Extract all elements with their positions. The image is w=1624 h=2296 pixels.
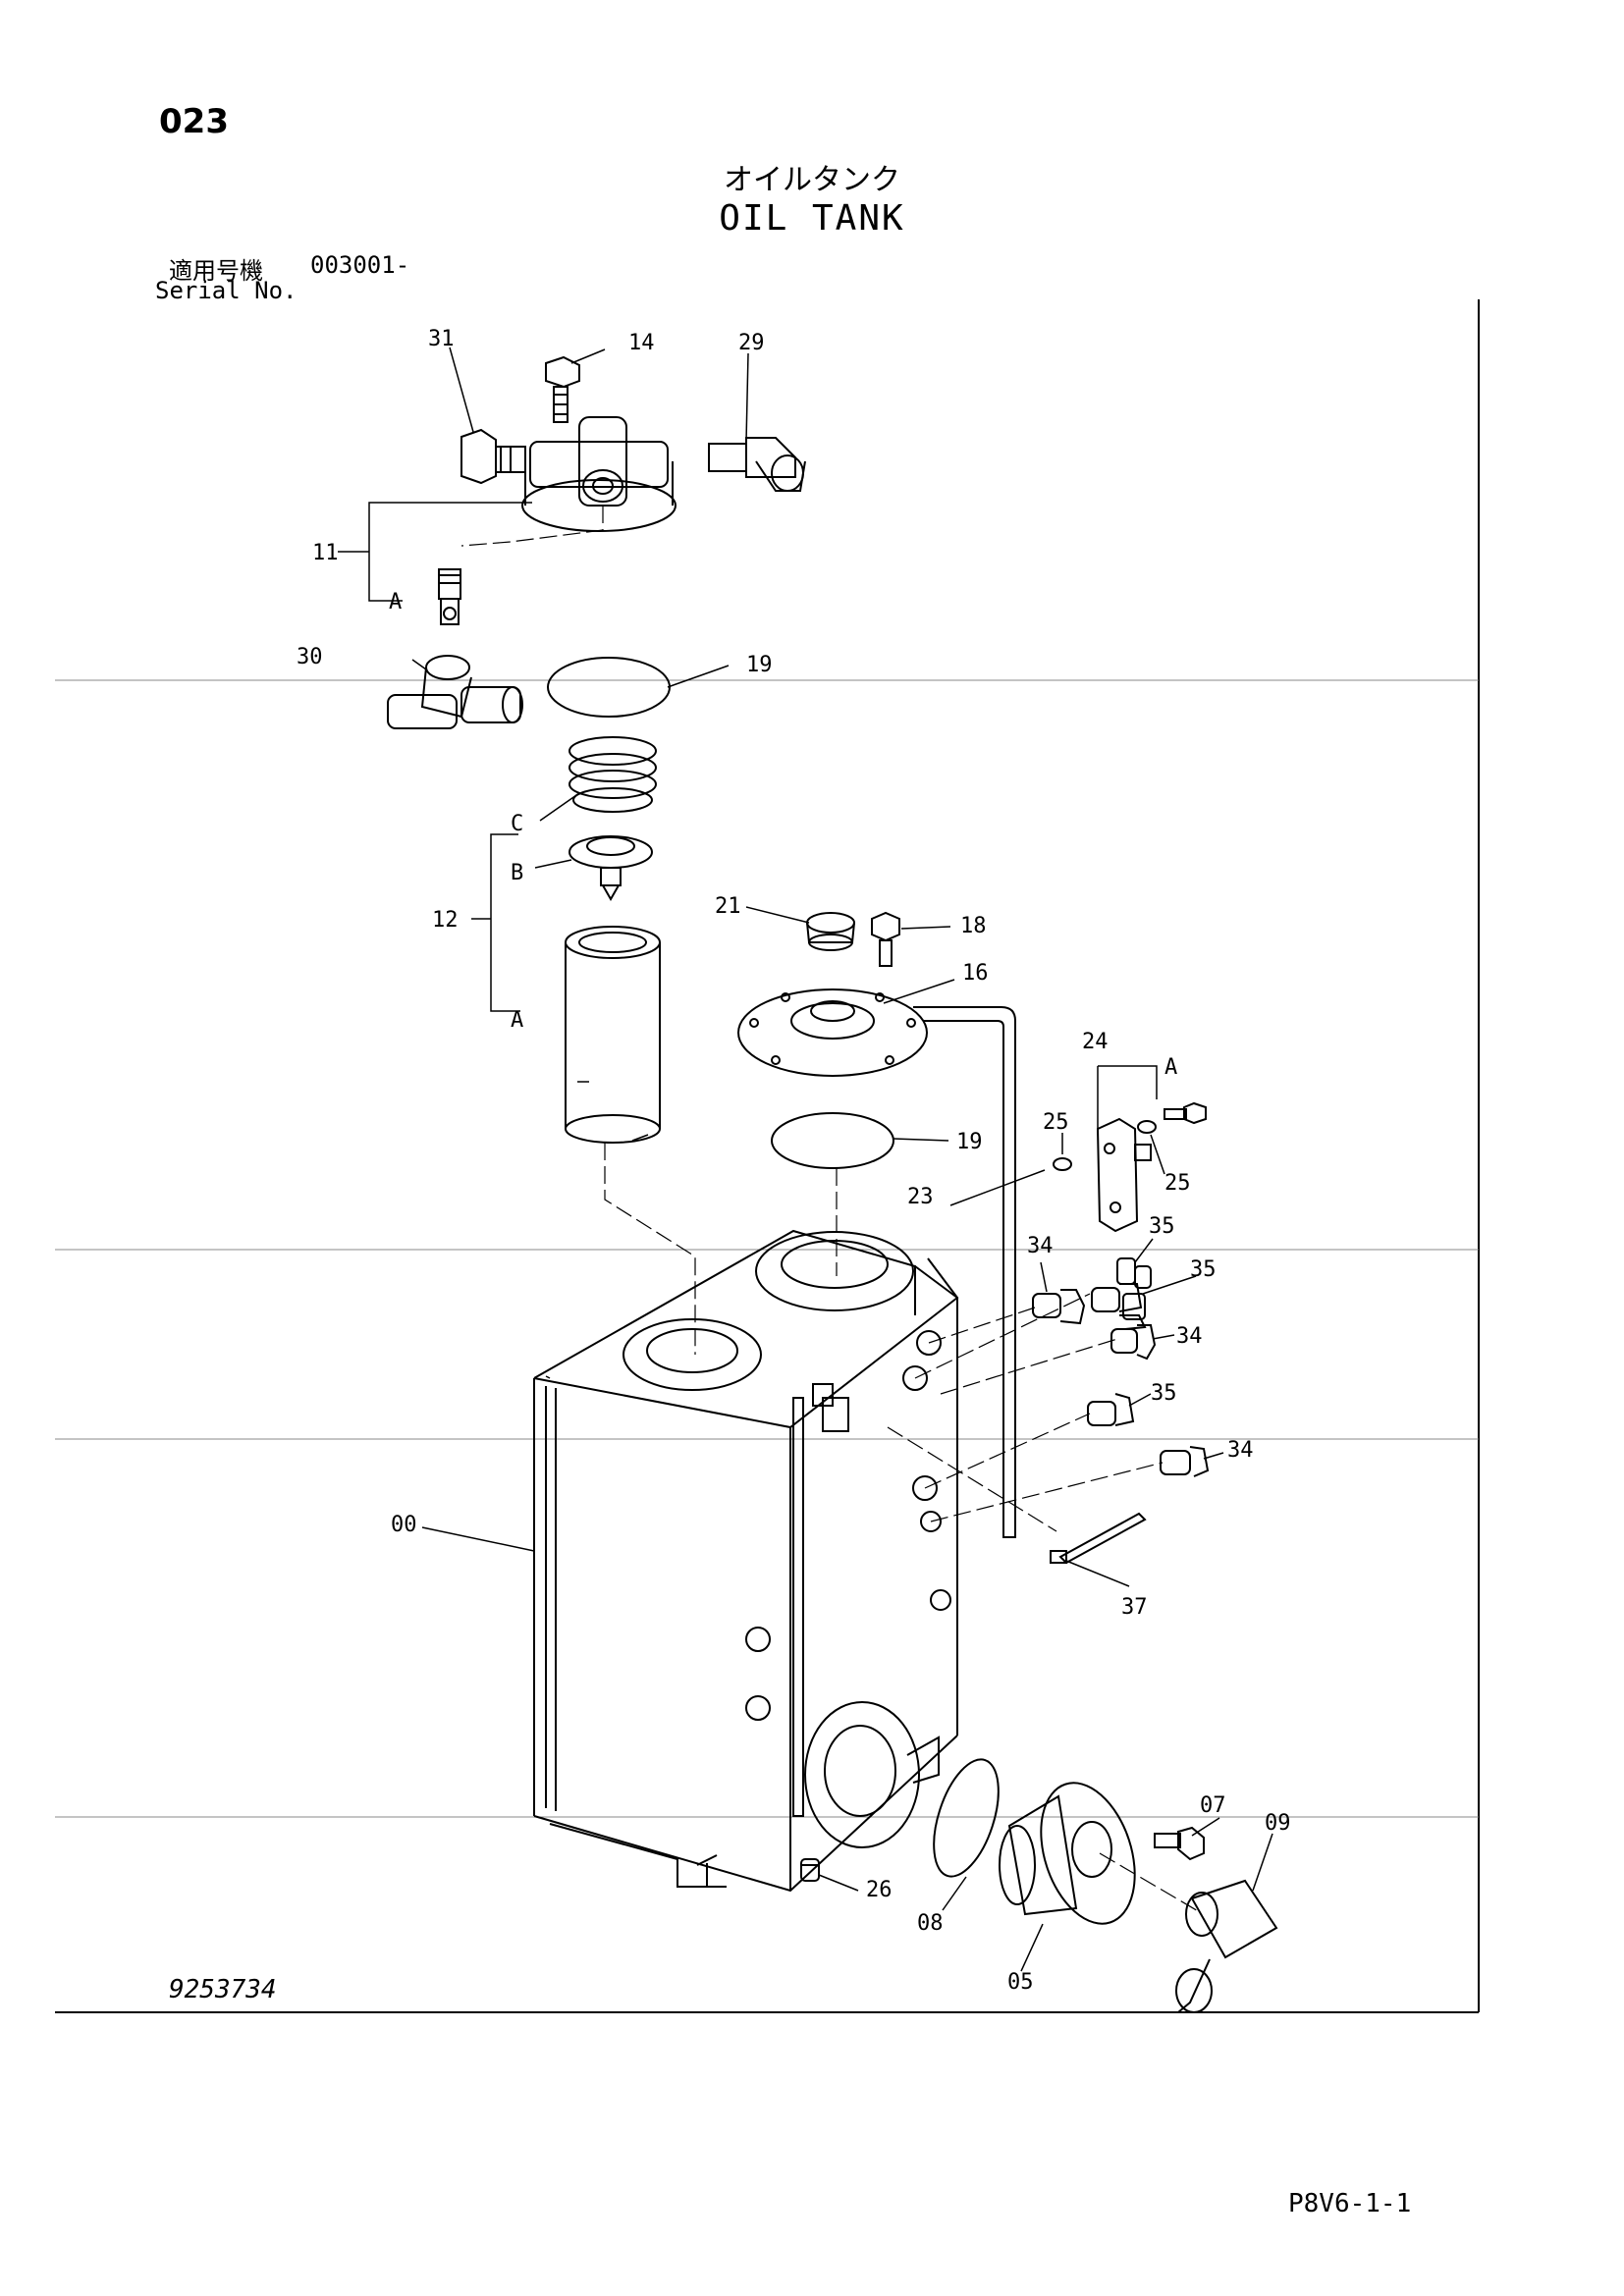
callout-35-middle: 35 — [1190, 1257, 1217, 1282]
fold-lines — [55, 679, 1479, 1818]
o-ring-08 — [933, 1758, 1000, 1878]
breather-tube — [913, 1006, 1016, 1538]
callout-31: 31 — [428, 327, 455, 351]
bracket-bolt — [1164, 1101, 1207, 1125]
title-english: OIL TANK — [719, 198, 905, 239]
elbow-34-b — [1110, 1324, 1157, 1361]
callout-24: 24 — [1082, 1030, 1109, 1054]
breather-cap — [806, 912, 855, 951]
elbow-09 — [1175, 1879, 1278, 2013]
callout-25-left: 25 — [1043, 1110, 1069, 1135]
callout-08: 08 — [917, 1911, 944, 1936]
bypass-valve — [568, 835, 653, 902]
o-ring-19-lower — [771, 1112, 894, 1169]
drawing-number: 9253734 — [169, 1975, 277, 2004]
callout-b: B — [511, 861, 523, 885]
spring — [568, 736, 657, 813]
callout-18: 18 — [960, 914, 987, 938]
callout-37: 37 — [1121, 1595, 1148, 1620]
serial-value: 003001- — [310, 251, 410, 279]
callout-19-top: 19 — [746, 653, 773, 677]
tee-fitting-30 — [387, 655, 523, 729]
plug-31 — [460, 428, 526, 485]
title-japanese: オイルタンク — [724, 163, 900, 197]
washer-25-a — [1137, 1120, 1157, 1134]
filter-head — [521, 416, 677, 532]
callout-11: 11 — [312, 541, 339, 565]
valve-part — [438, 568, 461, 625]
page-number: 023 — [159, 102, 229, 141]
bolt-14 — [545, 355, 580, 423]
callout-25-right: 25 — [1164, 1171, 1191, 1196]
callout-05: 05 — [1007, 1970, 1034, 1995]
callout-29: 29 — [738, 331, 765, 355]
callout-07: 07 — [1200, 1793, 1226, 1818]
elbow-34-c — [1160, 1446, 1210, 1477]
cable-tie — [1050, 1512, 1147, 1565]
callout-14: 14 — [628, 331, 655, 355]
callout-09: 09 — [1265, 1811, 1291, 1836]
washer-25-b — [1053, 1157, 1072, 1171]
callout-12: 12 — [432, 908, 459, 933]
serial-label-english: Serial No. — [155, 277, 298, 304]
elbow-35-c — [1087, 1393, 1135, 1426]
elbow-34-a — [1032, 1289, 1086, 1325]
callout-a-element: A — [511, 1008, 523, 1033]
elbow-35-a — [1091, 1257, 1143, 1312]
callout-34-top: 34 — [1027, 1234, 1054, 1258]
projection-lines — [460, 506, 1201, 1913]
callout-a-bracket: A — [1164, 1055, 1177, 1080]
callout-35-lower: 35 — [1151, 1381, 1177, 1406]
callout-00: 00 — [391, 1513, 417, 1537]
elbow-29 — [708, 437, 806, 492]
o-ring-19-top — [547, 657, 671, 718]
page-code: P8V6-1-1 — [1288, 2189, 1412, 2218]
callout-34-middle: 34 — [1176, 1324, 1203, 1349]
elbow-35-b — [1119, 1265, 1152, 1330]
bolt-07 — [1154, 1826, 1205, 1861]
tank-body — [533, 1229, 959, 1893]
drain-plug-26 — [800, 1858, 820, 1882]
callout-26: 26 — [866, 1878, 893, 1902]
callout-labels: 31 14 29 11 A 30 19 C B 12 A 21 18 16 24… — [297, 327, 1291, 1995]
callout-30: 30 — [297, 645, 323, 669]
filter-element — [565, 926, 661, 1144]
callout-c: C — [511, 812, 523, 836]
callout-21: 21 — [715, 894, 741, 919]
bracket — [1096, 1117, 1152, 1233]
serial-label-japanese: 適用号機 — [169, 257, 263, 285]
leader-lines — [338, 347, 1273, 1972]
suction-flange — [999, 1782, 1136, 1925]
callout-16: 16 — [962, 961, 989, 986]
callout-35-top: 35 — [1149, 1214, 1175, 1239]
callout-23: 23 — [907, 1185, 934, 1209]
callout-19-lower: 19 — [956, 1130, 983, 1154]
callout-34-lower: 34 — [1227, 1438, 1254, 1463]
cover-plate — [737, 988, 928, 1077]
bolt-18 — [871, 911, 900, 967]
callout-a-filter-head: A — [389, 590, 402, 614]
